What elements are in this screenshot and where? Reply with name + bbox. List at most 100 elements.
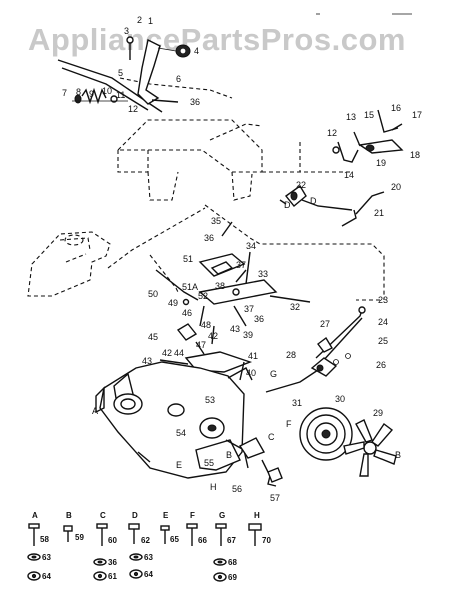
washer-icon — [93, 558, 107, 566]
hardware-part: 62 — [141, 536, 150, 545]
callout-label: A — [92, 406, 98, 416]
callout-label: 51 — [183, 254, 193, 264]
callout-label: 20 — [391, 182, 401, 192]
callout-label: 5 — [118, 68, 123, 78]
bolt-icon — [186, 523, 198, 546]
callout-label: 30 — [335, 394, 345, 404]
callout-label: 2 — [137, 15, 142, 25]
callout-label: 46 — [182, 308, 192, 318]
hardware-extra: 64 — [42, 572, 51, 581]
shift-linkage-assembly — [57, 36, 191, 113]
frame-outline — [107, 77, 385, 301]
callout-label: 38 — [215, 281, 225, 291]
callout-label: 43 — [230, 324, 240, 334]
hardware-letter: A — [32, 511, 38, 520]
callout-label: 11 — [116, 90, 125, 100]
callout-label: C — [268, 432, 275, 442]
pulley-assembly — [265, 306, 397, 477]
callout-label: 10 — [102, 86, 112, 96]
hardware-extra: 36 — [108, 558, 117, 567]
callout-label: 40 — [246, 368, 256, 378]
bolt-icon — [28, 523, 40, 546]
bolt-icon — [63, 525, 73, 542]
nut-icon — [129, 569, 143, 579]
hardware-part: 70 — [262, 536, 271, 545]
callout-label: 44 — [174, 348, 184, 358]
hardware-extra: 61 — [108, 572, 117, 581]
callout-label: 25 — [378, 336, 388, 346]
callout-label: 22 — [296, 180, 306, 190]
watermark: AppliancePartsPros.com — [28, 22, 406, 57]
callout-label: 36 — [204, 233, 214, 243]
callout-label: 3 — [124, 26, 129, 36]
callout-label: 37 — [244, 304, 254, 314]
callout-label: 27 — [320, 319, 330, 329]
callout-label: 19 — [376, 158, 386, 168]
bolt-icon — [248, 523, 262, 546]
hardware-extra: 64 — [144, 570, 153, 579]
callout-label: F — [286, 419, 292, 429]
bolt-icon — [96, 523, 108, 546]
brake-linkage-assembly — [155, 221, 311, 373]
callout-label: 56 — [232, 484, 242, 494]
callout-label: 13 — [346, 112, 356, 122]
callout-label: 7 — [62, 88, 67, 98]
callout-label: 32 — [290, 302, 300, 312]
bolt-icon — [160, 525, 170, 544]
callout-label: 50 — [148, 289, 158, 299]
bolt-icon — [215, 523, 227, 546]
callout-label: 57 — [270, 493, 280, 503]
callout-label: 15 — [364, 110, 374, 120]
hardware-letter: B — [66, 511, 72, 520]
hardware-legend: A 58 63 64 B 59 C 60 36 — [27, 511, 271, 582]
callout-label: 31 — [292, 398, 302, 408]
callout-label: 12 — [327, 128, 337, 138]
callout-label: 34 — [246, 241, 256, 251]
callout-label: 53 — [205, 395, 215, 405]
hardware-extra: 63 — [42, 553, 51, 562]
callout-label: 39 — [243, 330, 253, 340]
nut-icon — [213, 572, 227, 582]
bolt-icon — [128, 523, 140, 544]
hardware-letter: D — [132, 511, 138, 520]
callout-label: D — [310, 196, 317, 206]
callout-label: 8 — [76, 87, 81, 97]
callout-label: D — [284, 200, 291, 210]
callout-label: 52 — [198, 291, 208, 301]
callout-label: 9 — [89, 89, 94, 99]
callout-label: 12 — [128, 104, 138, 114]
nut-icon — [27, 571, 41, 581]
hardware-letter: E — [163, 511, 169, 520]
right-linkage-assembly — [279, 109, 404, 227]
callout-label: 43 — [142, 356, 152, 366]
hardware-letter: H — [254, 511, 260, 520]
callout-label: 26 — [376, 360, 386, 370]
callout-label: 47 — [196, 340, 206, 350]
transmission-housing — [95, 361, 283, 487]
hardware-letter: C — [100, 511, 106, 520]
callout-label: 18 — [410, 150, 420, 160]
nut-icon — [93, 571, 107, 581]
callout-label: 24 — [378, 317, 388, 327]
callout-label: 35 — [211, 216, 221, 226]
hardware-part: 67 — [227, 536, 236, 545]
callout-label: 45 — [148, 332, 158, 342]
callout-label: 23 — [378, 295, 388, 305]
hardware-extra: 68 — [228, 558, 237, 567]
callout-label: 41 — [248, 351, 258, 361]
callout-label: 6 — [176, 74, 181, 84]
callout-label: 36 — [190, 97, 200, 107]
callout-label: 14 — [344, 170, 354, 180]
callout-label: B — [226, 450, 232, 460]
hardware-part: 59 — [75, 533, 84, 542]
hardware-part: 58 — [40, 535, 49, 544]
washer-icon — [27, 553, 41, 561]
callout-label: B — [395, 450, 401, 460]
washer-icon — [213, 558, 227, 566]
callout-label: 55 — [204, 458, 214, 468]
callout-label: 49 — [168, 298, 178, 308]
callout-label: 1 — [148, 16, 153, 26]
callout-label: H — [210, 482, 217, 492]
